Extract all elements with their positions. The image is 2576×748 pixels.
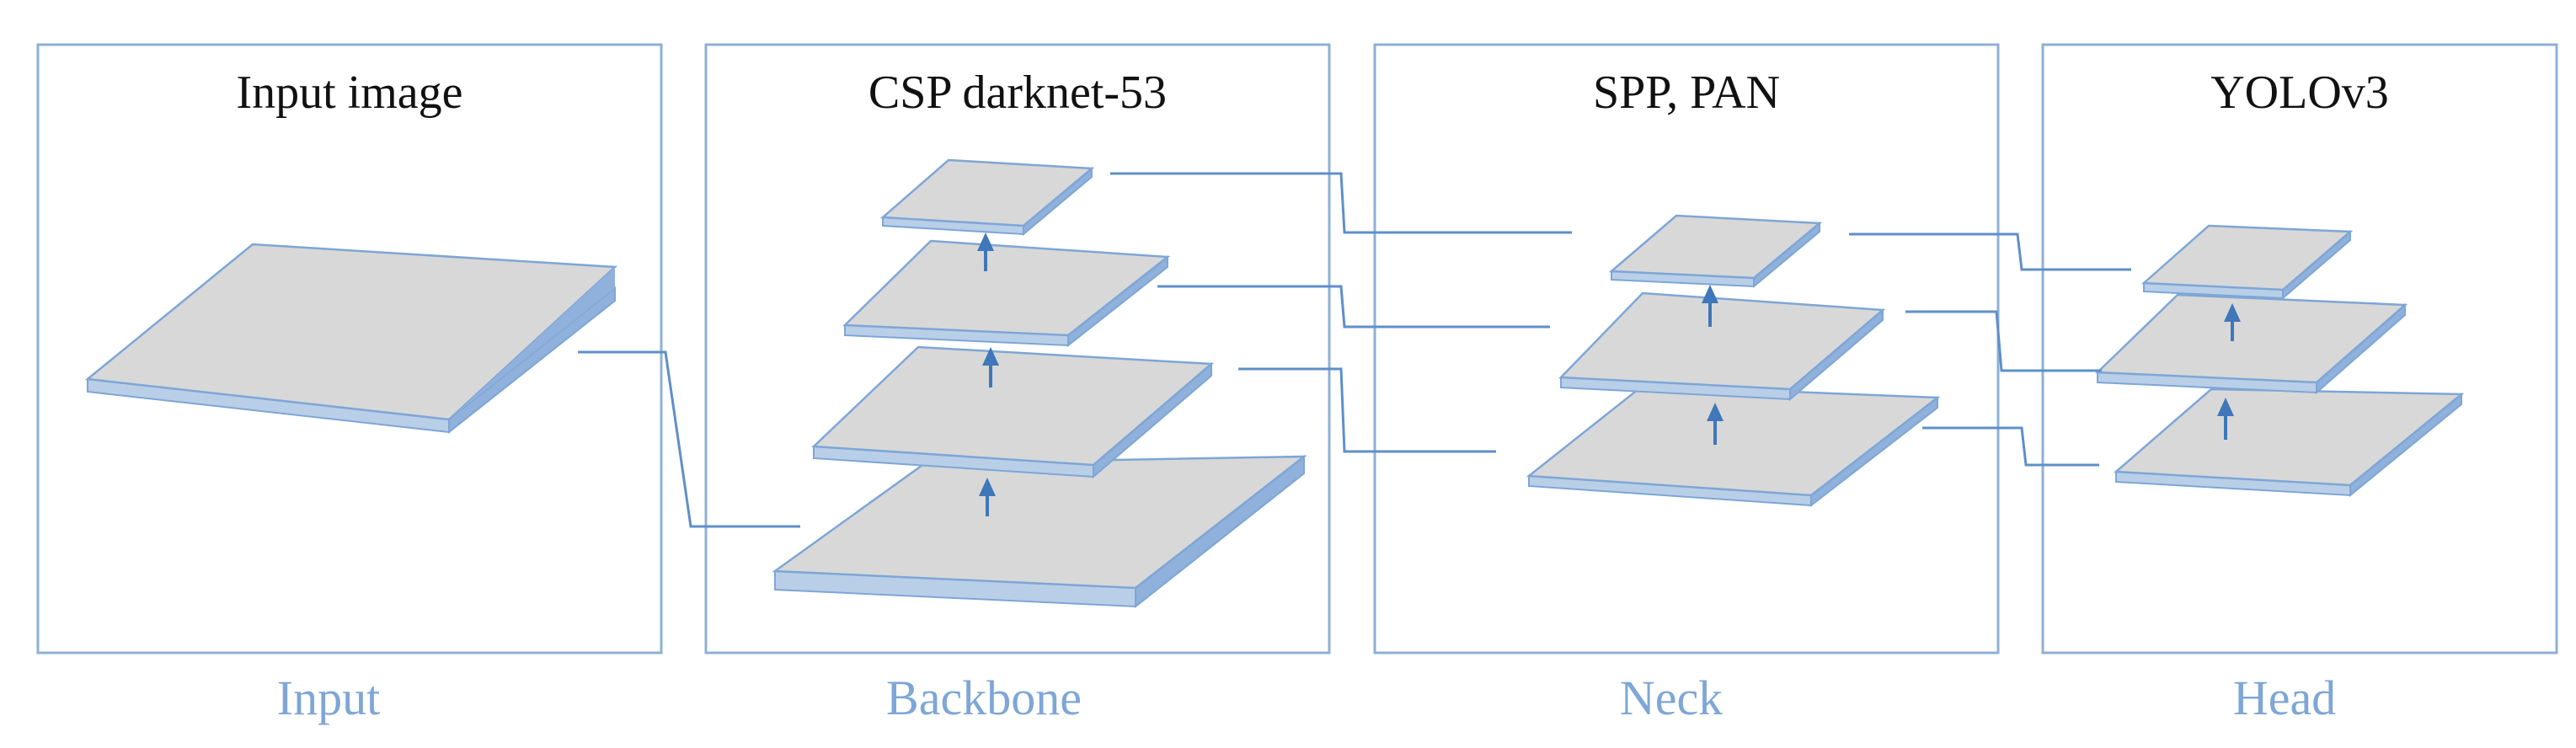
connector-backbone-l2-to-neck-l1	[1238, 367, 1496, 453]
input-image-layer	[84, 243, 618, 435]
backbone-layer-1	[772, 454, 1307, 609]
head-arrow-1	[2217, 398, 2234, 440]
head-layer-3	[2140, 224, 2354, 301]
neck-layer-2	[1558, 291, 1886, 402]
panel-title-input: Input image	[236, 67, 462, 119]
panel-title-head: YOLOv3	[2210, 67, 2389, 119]
connector-backbone-l4-to-neck-l3	[1110, 172, 1572, 234]
neck-arrow-1	[1707, 403, 1724, 445]
neck-layer-1	[1526, 384, 1941, 508]
head-arrow-2	[2224, 303, 2241, 341]
head-layer-2	[2095, 293, 2408, 395]
connector-input-to-backbone	[578, 350, 800, 528]
stage-caption-input: Input	[277, 671, 380, 725]
connector-neck-l3-to-head-l3	[1849, 232, 2131, 271]
connector-backbone-l3-to-neck-l2	[1157, 285, 1550, 329]
connector-neck-l2-to-head-l2	[1905, 310, 2102, 372]
head-layer-1	[2113, 387, 2465, 498]
stage-caption-neck: Neck	[1620, 671, 1723, 725]
panel-title-neck: SPP, PAN	[1593, 67, 1780, 119]
backbone-layer-4	[879, 158, 1095, 237]
neck-layer-3	[1608, 214, 1823, 289]
backbone-arrow-1	[979, 478, 996, 516]
backbone-arrow-3	[977, 232, 994, 271]
backbone-layer-3	[842, 239, 1171, 348]
stage-caption-backbone: Backbone	[886, 671, 1082, 725]
backbone-arrow-2	[982, 347, 999, 387]
backbone-layer-2	[811, 345, 1215, 479]
stage-caption-head: Head	[2233, 671, 2336, 725]
panel-title-backbone: CSP darknet-53	[868, 67, 1167, 119]
neck-arrow-2	[1702, 285, 1718, 327]
connector-neck-l1-to-head-l1	[1922, 426, 2099, 467]
